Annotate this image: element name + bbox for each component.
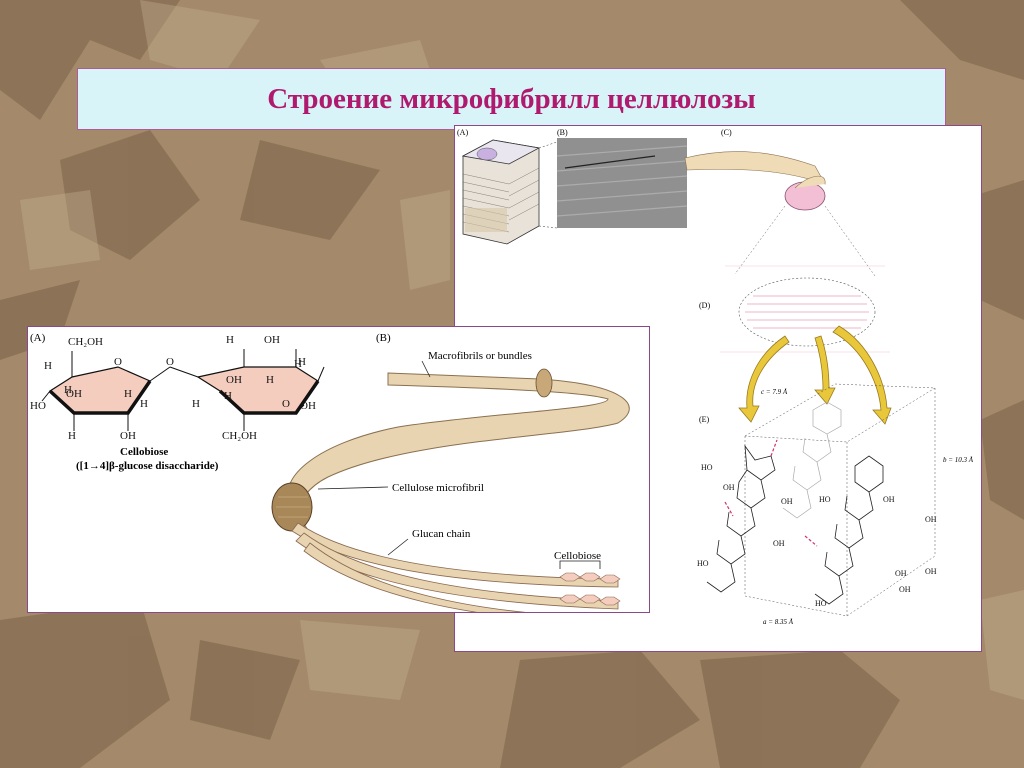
- svg-text:H: H: [64, 384, 72, 396]
- label-e: (E): [699, 415, 710, 424]
- fibril-cross-section: [720, 265, 890, 353]
- svg-text:H: H: [140, 398, 148, 410]
- microfibril-label: Cellulose microfibril: [392, 482, 484, 494]
- zoom-arrows: [738, 325, 892, 425]
- svg-text:H: H: [224, 390, 232, 402]
- svg-text:OH: OH: [925, 567, 937, 576]
- ghost-chain: [782, 401, 842, 519]
- cellobiose-bonds: [41, 349, 325, 431]
- svg-text:OH: OH: [773, 539, 785, 548]
- svg-text:H: H: [44, 360, 52, 372]
- svg-text:O: O: [282, 398, 290, 410]
- svg-text:HO: HO: [30, 400, 46, 412]
- svg-text:OH: OH: [925, 515, 937, 524]
- glucan-hexagons: [559, 572, 621, 606]
- svg-text:CH₂OH: CH₂OH: [68, 336, 103, 348]
- svg-text:OH: OH: [899, 585, 911, 594]
- atom-labels: HO OH HO OH OH HO OH OH HO OH OH OH: [697, 463, 937, 608]
- glucose-ring-2: [196, 366, 320, 415]
- glucan-chain-label: Glucan chain: [412, 528, 471, 540]
- leader-lines: [317, 360, 601, 569]
- unit-cell-box: [744, 383, 936, 617]
- svg-text:OH: OH: [264, 334, 280, 346]
- label-d: (D): [699, 301, 710, 310]
- microfibril-fiber: [684, 151, 826, 211]
- dim-b: b = 10.3 Å: [943, 456, 974, 464]
- label-c: (C): [721, 128, 732, 137]
- svg-text:OH: OH: [226, 374, 242, 386]
- label-a: (A): [457, 128, 468, 137]
- svg-text:OH: OH: [895, 569, 907, 578]
- svg-text:H: H: [298, 356, 306, 368]
- svg-text:OH: OH: [883, 495, 895, 504]
- cellobiose-title: Cellobiose: [120, 446, 168, 458]
- svg-text:OH: OH: [723, 483, 735, 492]
- page-title: Строение микрофибрилл целлюлозы: [267, 82, 756, 115]
- svg-text:OH: OH: [300, 400, 316, 412]
- svg-text:H: H: [266, 374, 274, 386]
- cellobiose-unit-label: Cellobiose: [554, 550, 601, 562]
- svg-text:H: H: [68, 430, 76, 442]
- micrograph-image: [556, 138, 688, 228]
- title-banner: Строение микрофибрилл целлюлозы: [77, 68, 946, 130]
- dim-a: a = 8.35 Å: [763, 618, 794, 626]
- svg-text:HO: HO: [701, 463, 713, 472]
- cell-wall-block: [461, 139, 541, 245]
- svg-text:H: H: [226, 334, 234, 346]
- svg-text:H: H: [192, 398, 200, 410]
- dim-c: c = 7.9 Å: [761, 388, 788, 396]
- svg-text:H: H: [124, 388, 132, 400]
- cellulose-structure-figure: (A) (B) (C) (D) (E): [457, 128, 974, 626]
- cellobiose-subtitle: ([1→4]β-glucose disaccharide): [76, 460, 219, 472]
- svg-text:OH: OH: [120, 430, 136, 442]
- left-label-a: (A): [30, 332, 46, 344]
- macrofibrils-label: Macrofibrils or bundles: [428, 350, 532, 362]
- svg-text:H: H: [294, 358, 302, 370]
- hydrogen-bonds: [724, 439, 818, 547]
- left-label-b: (B): [376, 332, 391, 344]
- svg-text:CH₂OH: CH₂OH: [222, 430, 257, 442]
- label-b: (B): [557, 128, 568, 137]
- svg-text:OH: OH: [781, 497, 793, 506]
- svg-text:HO: HO: [697, 559, 709, 568]
- svg-text:O: O: [166, 356, 174, 368]
- svg-text:O: O: [114, 356, 122, 368]
- svg-text:HO: HO: [815, 599, 827, 608]
- svg-text:HO: HO: [819, 495, 831, 504]
- glucan-chains-drawing: [706, 444, 884, 605]
- microfibril-drawing: [271, 368, 630, 546]
- svg-text:OH: OH: [66, 388, 82, 400]
